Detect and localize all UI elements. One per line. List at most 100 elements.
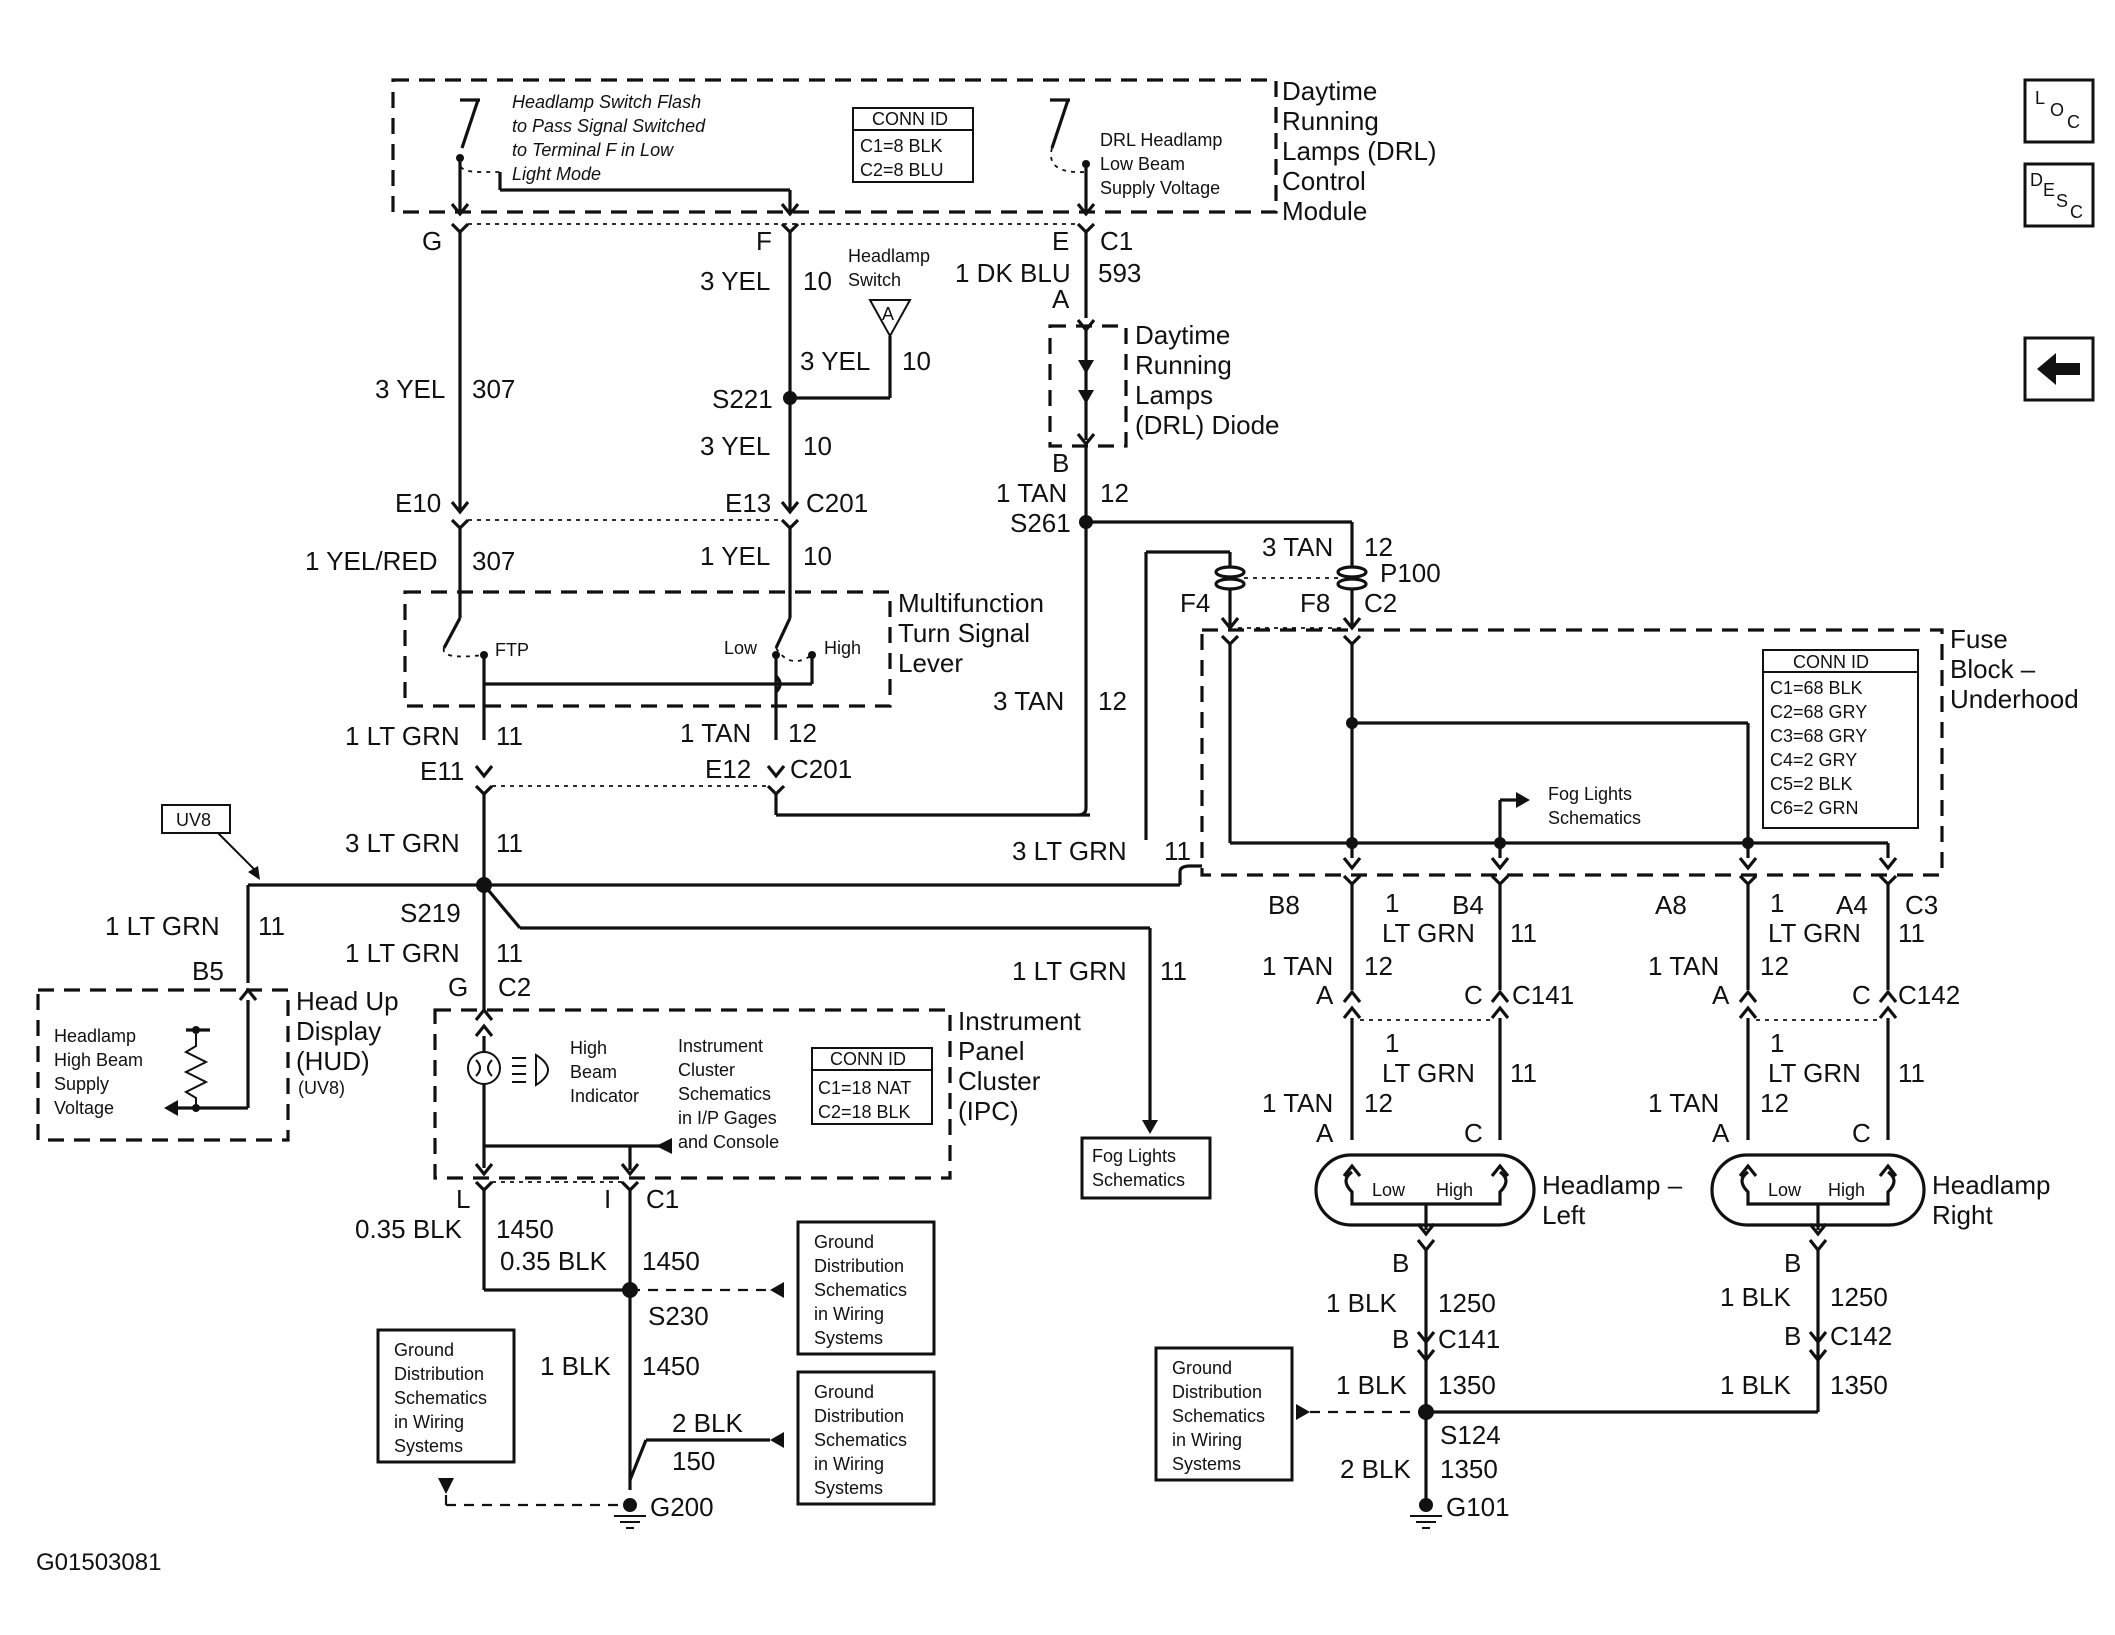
g101-1350-circuit: 1350 xyxy=(1440,1454,1498,1484)
splice-s261: S261 xyxy=(1010,508,1071,538)
w11b-circuit: 11 xyxy=(496,828,523,858)
ipc-conn-1: C1=18 NAT xyxy=(818,1078,911,1098)
conn-a4: A4 xyxy=(1836,890,1868,920)
r-b: B xyxy=(1784,1248,1801,1278)
w1450a-gauge: 0.35 BLK xyxy=(355,1214,463,1244)
w11a-gauge: 1 LT GRN xyxy=(345,721,460,751)
drl-module-title-2: Running xyxy=(1282,106,1379,136)
conn-b5: B5 xyxy=(192,956,224,986)
conn-ipc-i: I xyxy=(604,1184,611,1214)
w12long-circuit: 12 xyxy=(1098,686,1127,716)
drl-module-title-5: Module xyxy=(1282,196,1367,226)
conn-e10: E10 xyxy=(395,488,441,518)
w11fuse-gauge: 3 LT GRN xyxy=(1012,836,1127,866)
w307a-gauge: 3 YEL xyxy=(375,374,445,404)
ipc-ground: L I C1 0.35 BLK 1450 0.35 BLK 1450 S230 … xyxy=(355,1184,784,1529)
headlamp-switch-1: Headlamp xyxy=(848,246,930,266)
g101-1350-gauge: 2 BLK xyxy=(1340,1454,1411,1484)
w307a-circuit: 307 xyxy=(472,374,515,404)
mts-low: Low xyxy=(724,638,758,658)
splice-s221: S221 xyxy=(712,384,773,414)
drl-module-title-4: Control xyxy=(1282,166,1366,196)
l-c141-c: C xyxy=(1464,980,1483,1010)
hud-title-3: (HUD) xyxy=(296,1046,370,1076)
back-arrow-icon[interactable] xyxy=(2023,336,2095,402)
g101-ground: 1 BLK 1350 1 BLK 1350 S124 2 BLK 1350 G1… xyxy=(1296,1360,1888,1529)
w10a-circuit: 10 xyxy=(803,266,832,296)
w10sw-gauge: 3 YEL xyxy=(800,346,870,376)
conn-c201-bot: C201 xyxy=(790,754,852,784)
ipc-ind-3: Indicator xyxy=(570,1086,639,1106)
r-lamp-low: Low xyxy=(1768,1180,1802,1200)
hud-inner-1: Headlamp xyxy=(54,1026,136,1046)
conn-e11: E11 xyxy=(420,756,464,786)
fog-box-2: Schematics xyxy=(1092,1170,1185,1190)
l-c141-b: B xyxy=(1392,1324,1409,1354)
desc-icon[interactable]: D E S C xyxy=(2023,162,2095,228)
r-c142-c: C xyxy=(1852,980,1871,1010)
r-grn-b-g2: LT GRN xyxy=(1768,1058,1861,1088)
ground-ref-box-2: Ground Distribution Schematics in Wiring… xyxy=(796,1220,936,1356)
gref3-4: in Wiring xyxy=(814,1454,884,1474)
gref4-4: in Wiring xyxy=(1172,1430,1242,1450)
gref3-3: Schematics xyxy=(814,1430,907,1450)
fuse-title-2: Block – xyxy=(1950,654,2036,684)
conn-b4: B4 xyxy=(1452,890,1484,920)
drl-module-title-1: Daytime xyxy=(1282,76,1377,106)
w593-gauge: 1 DK BLU xyxy=(955,258,1071,288)
fuse-conn-title: CONN ID xyxy=(1793,652,1869,672)
w1450b-circuit: 1450 xyxy=(642,1246,700,1276)
drl-conn-1: C1=8 BLK xyxy=(860,136,943,156)
gref3-5: Systems xyxy=(814,1478,883,1498)
gref1-4: in Wiring xyxy=(394,1412,464,1432)
fuse-conn-1: C1=68 BLK xyxy=(1770,678,1863,698)
gref1-1: Ground xyxy=(394,1340,454,1360)
svg-text:C: C xyxy=(2067,112,2080,132)
w12b-gauge: 1 TAN xyxy=(680,718,751,748)
r-1350-circuit: 1350 xyxy=(1830,1370,1888,1400)
l-grn-b-g1: 1 xyxy=(1385,1028,1399,1058)
w12a-circuit: 12 xyxy=(1100,478,1129,508)
l-1250-gauge: 1 BLK xyxy=(1326,1288,1397,1318)
ipc-ref-1: Instrument xyxy=(678,1036,763,1056)
svg-text:D: D xyxy=(2030,170,2043,190)
l-grn-a-circuit: 11 xyxy=(1510,918,1537,948)
conn-f4: F4 xyxy=(1180,588,1210,618)
ipc-ref-4: in I/P Gages xyxy=(678,1108,777,1128)
ipc-ref-5: and Console xyxy=(678,1132,779,1152)
r-c142-b-conn: C142 xyxy=(1830,1321,1892,1351)
r-tan-a-circuit: 12 xyxy=(1760,951,1789,981)
w11fog-circuit: 11 xyxy=(1160,956,1187,986)
gref3-2: Distribution xyxy=(814,1406,904,1426)
r-grn-b-g1: 1 xyxy=(1770,1028,1784,1058)
high-beam-icon xyxy=(512,1053,549,1087)
w307b-gauge: 1 YEL/RED xyxy=(305,546,437,576)
r-lamp-title-2: Right xyxy=(1932,1200,1993,1230)
w11fog-gauge: 1 LT GRN xyxy=(1012,956,1127,986)
conn-b8: B8 xyxy=(1268,890,1300,920)
gref2-4: in Wiring xyxy=(814,1304,884,1324)
conn-c2-ipc: C2 xyxy=(498,972,531,1002)
ground-ref-box-3: Ground Distribution Schematics in Wiring… xyxy=(796,1370,936,1506)
lever-outputs: 1 LT GRN 11 1 TAN 12 E11 E12 C201 3 LT G… xyxy=(345,718,1090,885)
w593-circuit: 593 xyxy=(1098,258,1141,288)
headlamp-switch-2: Switch xyxy=(848,270,901,290)
ipc-title-3: Cluster xyxy=(958,1066,1041,1096)
loc-icon[interactable]: L O C xyxy=(2023,78,2095,144)
l-1250-circuit: 1250 xyxy=(1438,1288,1496,1318)
ground-g200: G200 xyxy=(650,1492,714,1522)
w12long-gauge: 3 TAN xyxy=(993,686,1064,716)
gref2-1: Ground xyxy=(814,1232,874,1252)
w11hud-circuit: 11 xyxy=(258,911,285,941)
ipc-conn-2: C2=18 BLK xyxy=(818,1102,911,1122)
l-tan-b-gauge: 1 TAN xyxy=(1262,1088,1333,1118)
w150-circuit: 150 xyxy=(672,1446,715,1476)
pin-g: G xyxy=(422,226,442,256)
drl-note-3: Supply Voltage xyxy=(1100,178,1220,198)
drl-module-title-3: Lamps (DRL) xyxy=(1282,136,1437,166)
l-grn-b-g2: LT GRN xyxy=(1382,1058,1475,1088)
svg-text:C: C xyxy=(2070,202,2083,222)
gref4-2: Distribution xyxy=(1172,1382,1262,1402)
conn-c142: C142 xyxy=(1898,980,1960,1010)
